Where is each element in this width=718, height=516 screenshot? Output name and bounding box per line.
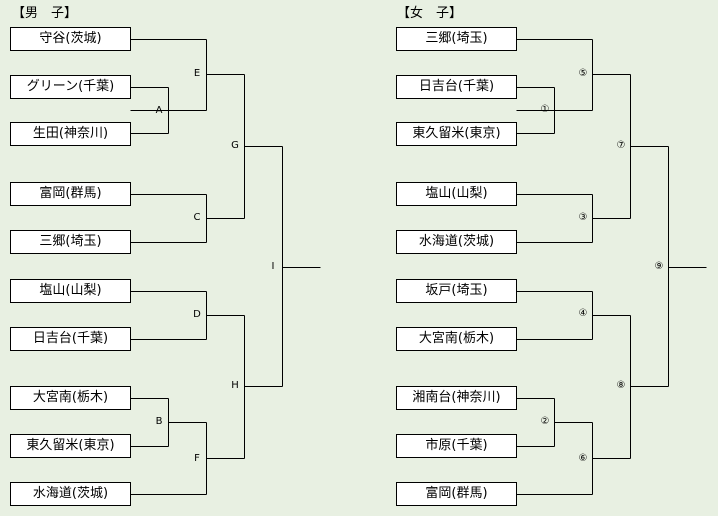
- men-team-1: 守谷(茨城): [10, 27, 131, 51]
- men-match-i: I: [271, 261, 275, 272]
- men-match-e: E: [193, 68, 201, 79]
- women-team-8: 湘南台(神奈川): [396, 386, 517, 410]
- women-team-1: 三郷(埼玉): [396, 27, 517, 51]
- men-team-10: 水海道(茨城): [10, 482, 131, 506]
- men-match-h: H: [231, 380, 239, 391]
- men-team-2: グリーン(千葉): [10, 75, 131, 99]
- men-team-5: 三郷(埼玉): [10, 230, 131, 254]
- women-team-9: 市原(千葉): [396, 434, 517, 458]
- women-match-7: ⑦: [616, 140, 626, 151]
- women-match-8: ⑧: [616, 380, 626, 391]
- women-team-2: 日吉台(千葉): [396, 75, 517, 99]
- women-match-1: ①: [540, 104, 550, 115]
- women-team-10: 富岡(群馬): [396, 482, 517, 506]
- men-heading: 【男 子】: [12, 6, 78, 21]
- men-team-6: 塩山(山梨): [10, 279, 131, 303]
- women-heading: 【女 子】: [397, 6, 463, 21]
- women-match-4: ④: [578, 308, 588, 319]
- men-match-d: D: [193, 309, 201, 320]
- women-match-3: ③: [578, 212, 588, 223]
- women-team-3: 東久留米(東京): [396, 122, 517, 146]
- men-team-4: 富岡(群馬): [10, 182, 131, 206]
- men-match-c: C: [193, 212, 201, 223]
- women-match-6: ⑥: [578, 453, 588, 464]
- women-team-6: 坂戸(埼玉): [396, 279, 517, 303]
- women-match-2: ②: [540, 416, 550, 427]
- men-match-g: G: [231, 140, 239, 151]
- men-match-a: A: [155, 105, 163, 116]
- men-team-8: 大宮南(栃木): [10, 386, 131, 410]
- women-team-7: 大宮南(栃木): [396, 327, 517, 351]
- women-team-4: 塩山(山梨): [396, 182, 517, 206]
- men-team-9: 東久留米(東京): [10, 434, 131, 458]
- men-team-3: 生田(神奈川): [10, 122, 131, 146]
- women-match-5: ⑤: [578, 68, 588, 79]
- women-match-9: ⑨: [654, 261, 664, 272]
- men-match-f: F: [194, 453, 200, 464]
- men-match-b: B: [155, 416, 163, 427]
- men-team-7: 日吉台(千葉): [10, 327, 131, 351]
- women-team-5: 水海道(茨城): [396, 230, 517, 254]
